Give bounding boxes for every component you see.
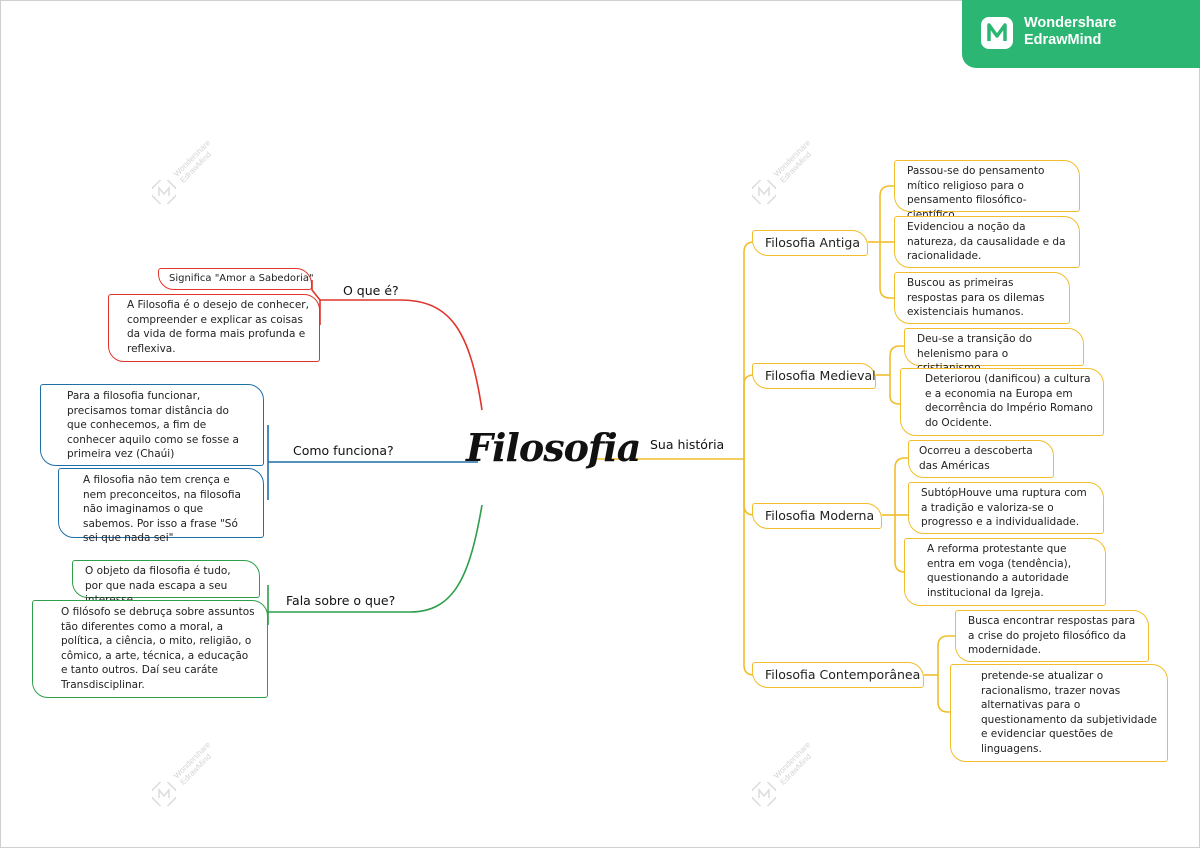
topic-fala-sobre-o-que[interactable]: Fala sobre o que?	[286, 593, 396, 608]
topic-sua-historia[interactable]: Sua história	[650, 437, 725, 452]
brand-line-1: Wondershare	[1024, 15, 1117, 31]
subtopic-box[interactable]: Para a filosofia funcionar, precisamos t…	[40, 384, 264, 466]
branch-filosofia-contemporanea[interactable]: Filosofia Contemporânea	[752, 662, 924, 688]
subtopic-box[interactable]: Deteriorou (danificou) a cultura e a eco…	[900, 368, 1104, 436]
subtopic-box[interactable]: A reforma protestante que entra em voga …	[904, 538, 1106, 606]
subtopic-box[interactable]: O objeto da filosofia é tudo, por que na…	[72, 560, 260, 606]
subtopic-box[interactable]: Passou-se do pensamento mítico religioso…	[894, 160, 1080, 221]
watermark-logo-icon	[752, 782, 776, 806]
topic-o-que-e[interactable]: O que é?	[343, 283, 399, 298]
subtopic-box[interactable]: Significa "Amor a Sabedoria"	[158, 268, 314, 290]
edrawmind-logo-icon	[981, 17, 1013, 49]
subtopic-box[interactable]: O filósofo se debruça sobre assuntos tão…	[32, 600, 268, 698]
subtopic-box[interactable]: Ocorreu a descoberta das Américas	[908, 440, 1054, 478]
subtopic-box[interactable]: A filosofia não tem crença e nem preconc…	[58, 468, 264, 544]
subtopic-box[interactable]: pretende-se atualizar o racionalismo, tr…	[950, 664, 1168, 762]
subtopic-box[interactable]: SubtópHouve uma ruptura com a tradição e…	[908, 482, 1104, 534]
subtopic-box[interactable]: Deu-se a transição do helenismo para o c…	[904, 328, 1084, 374]
brand-badge[interactable]: Wondershare EdrawMind	[962, 0, 1200, 68]
watermark-logo-icon	[152, 180, 176, 204]
branch-filosofia-moderna[interactable]: Filosofia Moderna	[752, 503, 882, 529]
branch-filosofia-antiga[interactable]: Filosofia Antiga	[752, 230, 868, 256]
brand-name: Wondershare EdrawMind	[1024, 15, 1116, 49]
central-topic[interactable]: Filosofia	[466, 425, 641, 470]
subtopic-box[interactable]: A Filosofia é o desejo de conhecer, comp…	[108, 294, 320, 362]
brand-line-2: EdrawMind	[1024, 32, 1102, 48]
subtopic-box[interactable]: Buscou as primeiras respostas para os di…	[894, 272, 1070, 324]
topic-como-funciona[interactable]: Como funciona?	[293, 443, 394, 458]
branch-filosofia-medieval[interactable]: Filosofia Medieval	[752, 363, 876, 389]
subtopic-box[interactable]: Evidenciou a noção da natureza, da causa…	[894, 216, 1080, 268]
watermark-logo-icon	[152, 782, 176, 806]
watermark-logo-icon	[752, 180, 776, 204]
subtopic-box[interactable]: Busca encontrar respostas para a crise d…	[955, 610, 1149, 662]
